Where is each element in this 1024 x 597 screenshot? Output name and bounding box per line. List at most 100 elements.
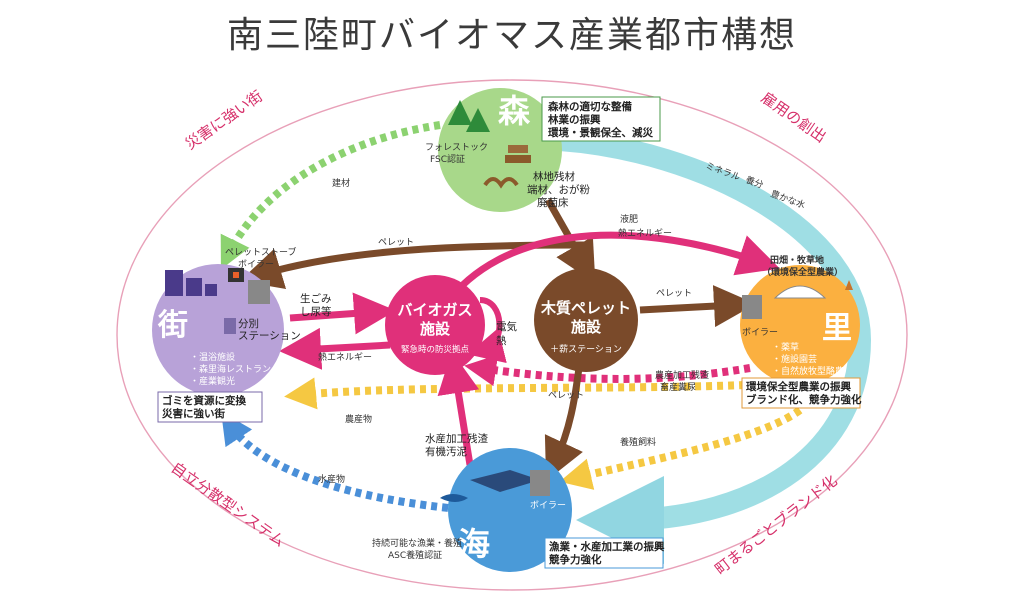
- label-noson: 農産加工残渣 畜産糞尿: [655, 369, 709, 393]
- svg-text:環境・景観保全、減災: 環境・景観保全、減災: [548, 126, 653, 139]
- flow-ekihi: [442, 231, 780, 308]
- svg-text:木質ペレット: 木質ペレット: [540, 299, 631, 317]
- svg-text:漁業・水産加工業の振興: 漁業・水産加工業の振興: [549, 540, 665, 553]
- sato-boiler-icon: [742, 295, 762, 319]
- log-icon: [505, 155, 531, 163]
- flow-pellet-umi: [544, 359, 584, 482]
- mori-node: 森: [438, 88, 562, 212]
- svg-text:端材、おが粉: 端材、おが粉: [527, 183, 590, 196]
- svg-text:生ごみ: 生ごみ: [300, 292, 332, 305]
- label-pellet-sato: ペレット: [656, 289, 692, 299]
- svg-text:水産加工残渣: 水産加工残渣: [425, 432, 488, 445]
- svg-text:環境保全型農業の振興: 環境保全型農業の振興: [746, 380, 851, 393]
- sato-info-box: 環境保全型農業の振興 ブランド化、競争力強化: [741, 377, 862, 409]
- svg-text:熱: 熱: [496, 334, 507, 347]
- svg-text:（環境保全型農業）: （環境保全型農業）: [762, 266, 843, 278]
- factory-icon: [470, 470, 540, 492]
- building-icon: [165, 270, 183, 296]
- flow-pellet-sato: [639, 285, 756, 328]
- boiler-icon: [248, 280, 270, 304]
- flow-noson-residue: [464, 354, 751, 387]
- flow-suisan-residue: [437, 351, 480, 466]
- pellet-node: 木質ペレット 施設 ＋薪ステーション: [534, 268, 638, 372]
- label-pellet-machi: ペレット: [378, 238, 414, 248]
- svg-text:自立分散型システム: 自立分散型システム: [168, 459, 289, 551]
- umi-node: ボイラー 海: [440, 448, 572, 572]
- fish-icon: [440, 494, 468, 502]
- outer-label-top-right: 雇用の創出: [758, 89, 830, 147]
- outer-label-bottom-left: 自立分散型システム: [168, 459, 289, 551]
- sato-node: 里 ボイラー ・薬草 ・施設園芸 ・自然放牧型酪農: [740, 265, 860, 385]
- machi-stove-label: ペレットストーブ ボイラー: [225, 246, 296, 270]
- svg-text:街: 街: [157, 308, 188, 343]
- outer-ellipse: [116, 79, 908, 591]
- label-ekihi: 液肥: [620, 213, 638, 225]
- mushroom-icon: [483, 177, 519, 189]
- trash-icon: [224, 318, 236, 334]
- cyan-mineral-band: [559, 129, 872, 564]
- svg-text:電気: 電気: [496, 320, 517, 333]
- svg-text:緊急時の防災拠点: 緊急時の防災拠点: [401, 344, 470, 355]
- svg-text:森林の適切な整備: 森林の適切な整備: [547, 100, 632, 113]
- svg-text:・自然放牧型酪農: ・自然放牧型酪農: [772, 365, 844, 377]
- machi-info-box: ゴミを資源に変換 災害に強い街: [157, 391, 263, 423]
- svg-text:海: 海: [458, 525, 490, 563]
- flow-yoshoku: [559, 406, 803, 490]
- flow-gomi: [289, 292, 396, 335]
- greenhouse-icon: [773, 285, 827, 299]
- svg-text:フォレストック: フォレストック: [425, 142, 488, 153]
- label-nosanbutsu: 農産物: [345, 413, 372, 425]
- svg-text:＋薪ステーション: ＋薪ステーション: [550, 343, 622, 355]
- svg-text:し尿等: し尿等: [300, 305, 332, 318]
- svg-text:雇用の創出: 雇用の創出: [758, 89, 830, 147]
- wheat-icon: [845, 280, 853, 290]
- mori-label: 森: [498, 92, 531, 130]
- svg-text:農産加工残渣: 農産加工残渣: [655, 369, 709, 381]
- label-pellet-umi: ペレット: [548, 391, 584, 401]
- svg-text:FSC認証: FSC認証: [430, 153, 465, 165]
- biogas-node: バイオガス 施設 緊急時の防災拠点: [385, 275, 485, 375]
- svg-text:競争力強化: 競争力強化: [549, 553, 602, 566]
- svg-text:ゴミを資源に変換: ゴミを資源に変換: [162, 394, 246, 407]
- flow-kenzai: [220, 121, 441, 270]
- sato-field-label: 田畑・牧草地 （環境保全型農業）: [762, 254, 843, 278]
- svg-text:ASC養殖認証: ASC養殖認証: [388, 549, 442, 561]
- svg-text:・施設園芸: ・施設園芸: [772, 353, 817, 365]
- flow-nosanbutsu: [284, 377, 746, 410]
- svg-text:ブランド化、競争力強化: ブランド化、競争力強化: [746, 393, 862, 406]
- label-heat-energy: 熱エネルギー: [318, 351, 372, 363]
- label-heat-energy-2: 熱エネルギー: [618, 227, 672, 239]
- label-suisan: 水産加工残渣 有機汚泥: [425, 432, 488, 458]
- svg-text:施設: 施設: [571, 318, 602, 336]
- svg-text:バイオガス: バイオガス: [397, 301, 472, 319]
- svg-text:ペレットストーブ: ペレットストーブ: [225, 246, 296, 258]
- svg-text:林業の振興: 林業の振興: [548, 113, 601, 126]
- umi-asc-label: 持続可能な漁業・養殖 ASC養殖認証: [372, 537, 462, 561]
- svg-text:里: 里: [822, 311, 852, 346]
- svg-text:廃菌床: 廃菌床: [537, 196, 569, 209]
- mori-info-box: 森林の適切な整備 林業の振興 環境・景観保全、減災: [541, 96, 661, 142]
- flow-elec-heat-loop: [467, 297, 507, 364]
- svg-text:・森里海レストラン: ・森里海レストラン: [190, 363, 271, 375]
- svg-text:ボイラー: ボイラー: [530, 500, 566, 511]
- svg-text:・温浴施設: ・温浴施設: [190, 351, 235, 363]
- flow-residue-pellet: [544, 198, 596, 284]
- label-kenzai: 建材: [332, 177, 350, 189]
- svg-text:分別: 分別: [238, 318, 259, 330]
- page-title: 南三陸町バイオマス産業都市構想: [226, 15, 797, 56]
- umi-info-box: 漁業・水産加工業の振興 競争力強化: [544, 537, 665, 569]
- svg-text:ステーション: ステーション: [238, 330, 301, 342]
- svg-text:ボイラー: ボイラー: [742, 327, 778, 338]
- svg-text:・薬草: ・薬草: [772, 341, 799, 353]
- svg-text:・産業観光: ・産業観光: [190, 375, 235, 387]
- outer-label-top-left: 災害に強い街: [182, 87, 266, 153]
- mori-fsc-label: フォレストック FSC認証: [425, 142, 488, 165]
- svg-text:田畑・牧草地: 田畑・牧草地: [770, 254, 824, 266]
- svg-text:施設: 施設: [420, 320, 451, 338]
- flow-heat-energy: [279, 327, 391, 370]
- label-yoshoku: 養殖飼料: [620, 436, 656, 448]
- flow-suisanbutsu: [221, 411, 471, 514]
- label-suisanbutsu: 水産物: [318, 473, 345, 485]
